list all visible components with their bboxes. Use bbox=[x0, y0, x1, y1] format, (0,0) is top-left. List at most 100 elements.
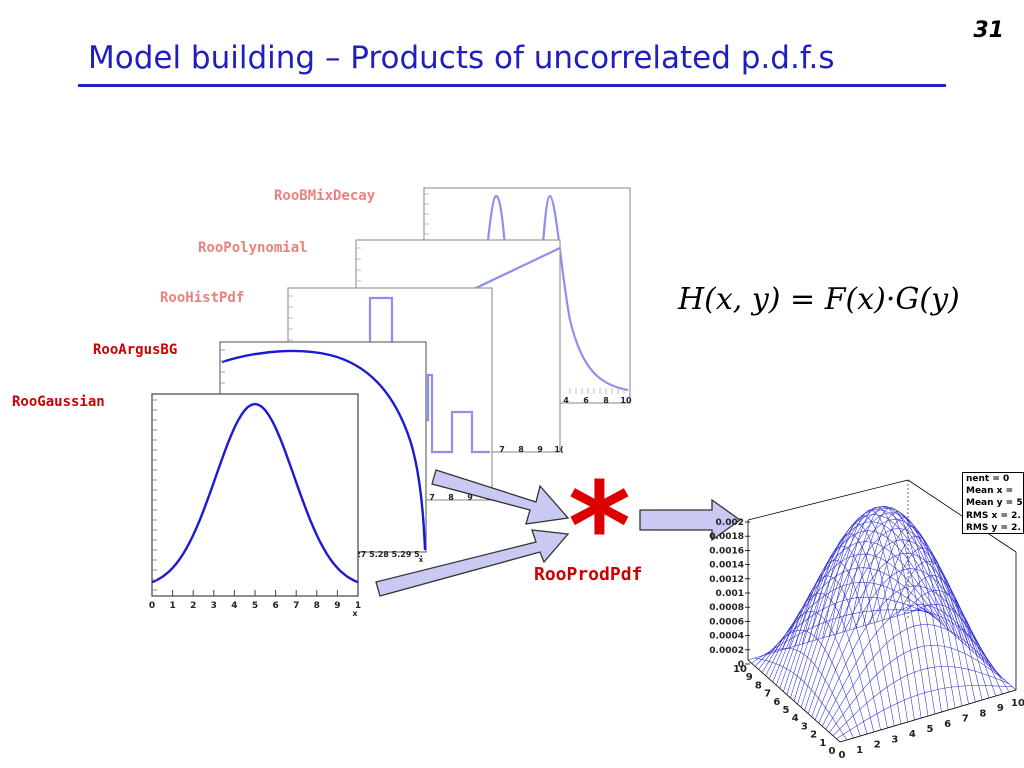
poly-x-tick-label: 9 bbox=[537, 445, 543, 454]
stats-box: nent = 0 Mean x = Mean y = 5 RMS x = 2. … bbox=[962, 472, 1024, 534]
surface-mesh-line bbox=[910, 604, 1003, 695]
x-tick-label: 0 bbox=[839, 750, 846, 761]
surface-mesh-line bbox=[751, 609, 928, 664]
stat-line: RMS x = 2. bbox=[966, 510, 1021, 521]
y-tick-label: 2 bbox=[810, 730, 817, 741]
gauss-x-tick-label: 6 bbox=[272, 601, 278, 611]
hist-x-tick-label: 7 bbox=[429, 493, 435, 502]
y-tick-label: 10 bbox=[733, 664, 747, 675]
surface-mesh-line bbox=[856, 511, 949, 711]
argusbg-curve bbox=[221, 349, 427, 551]
label-rooargusbg: RooArgusBG bbox=[93, 342, 178, 358]
y-tick-label: 9 bbox=[746, 672, 753, 683]
surface-mesh-line bbox=[876, 535, 969, 705]
label-roobmixdecay: RooBMixDecay bbox=[274, 188, 376, 204]
surface-mesh-line bbox=[869, 525, 963, 707]
gauss-x-tick-label: 1 bbox=[355, 601, 361, 611]
z-tick-label: 0.0012 bbox=[709, 575, 744, 585]
y-tick-label: 6 bbox=[773, 697, 780, 708]
poly-x-tick-label: 7 bbox=[499, 445, 505, 454]
poly-x-tick-label: 1( bbox=[554, 445, 564, 454]
product-formula: H(x, y) = F(x)·G(y) bbox=[678, 282, 960, 317]
surface-mesh-line bbox=[849, 507, 942, 713]
surface-mesh-line bbox=[917, 609, 1010, 693]
stat-line: Mean y = 5 bbox=[966, 498, 1023, 509]
y-tick-label: 8 bbox=[755, 680, 762, 691]
y-tick-label: 1 bbox=[819, 738, 826, 749]
x-axis-line bbox=[839, 689, 1017, 743]
z-tick-label: 0.0002 bbox=[709, 646, 744, 656]
x-tick-label: 2 bbox=[874, 740, 881, 751]
y-tick-label: 5 bbox=[783, 705, 790, 716]
bmix-x-tick-label: 4 bbox=[563, 396, 569, 405]
x-tick-label: 9 bbox=[997, 703, 1004, 714]
stat-line: RMS y = 2. bbox=[966, 522, 1021, 533]
gauss-axis-name: x bbox=[352, 609, 358, 618]
slide-title: Model building – Products of uncorrelate… bbox=[88, 40, 835, 76]
surface-plot-3d: 0.002 0.0018 0.0016 0.0014 0.0012 0.001 0.0008… bbox=[709, 479, 1024, 761]
z-tick-label: 0.0018 bbox=[709, 532, 744, 542]
y-axis-line bbox=[747, 659, 841, 743]
x-tick-label: 3 bbox=[891, 734, 898, 745]
y-tick-label: 0 bbox=[829, 746, 836, 757]
surface-mesh-line bbox=[758, 582, 935, 670]
slide-number: 31 bbox=[973, 18, 1004, 43]
arrow-product-to-3d bbox=[639, 498, 742, 542]
x-tick-label: 5 bbox=[927, 724, 934, 735]
x-tick-label: 1 bbox=[856, 745, 863, 756]
surface-mesh-line bbox=[776, 521, 953, 686]
surface-mesh-line bbox=[903, 590, 996, 697]
gauss-x-tick-label: 2 bbox=[190, 601, 196, 611]
y-tick-label: 3 bbox=[801, 721, 808, 732]
gaussian-curve bbox=[151, 402, 359, 584]
z-tick-label: 0.0016 bbox=[709, 546, 744, 556]
stat-line: nent = 0 bbox=[966, 474, 1010, 484]
x-tick-label: 7 bbox=[962, 714, 969, 725]
x-tick-label: 4 bbox=[909, 729, 916, 740]
poly-x-tick-label: 8 bbox=[518, 445, 524, 454]
surface-mesh-line bbox=[779, 514, 957, 689]
x-tick-label: 6 bbox=[944, 719, 951, 730]
multiply-operator-icon: * bbox=[568, 458, 631, 597]
z-tick-label: 0.0014 bbox=[709, 561, 744, 571]
label-roopolynomial: RooPolynomial bbox=[198, 240, 308, 256]
hist-x-tick-label: 8 bbox=[448, 493, 454, 502]
surface-mesh-line bbox=[754, 596, 932, 667]
argus-x-tick-label: 27 5.28 5.29 5. bbox=[355, 550, 423, 559]
stat-line: Mean x = bbox=[966, 486, 1014, 497]
gauss-x-tick-label: 3 bbox=[211, 601, 217, 611]
title-underline bbox=[78, 84, 946, 87]
argus-axis-name: x bbox=[419, 556, 424, 564]
gauss-x-tick-label: 0 bbox=[149, 601, 155, 611]
surface-mesh-line bbox=[889, 560, 983, 701]
z-tick-label: 0.001 bbox=[716, 589, 744, 599]
label-rooprodpdf: RooProdPdf bbox=[534, 564, 643, 585]
surface-mesh-line bbox=[772, 530, 950, 683]
gauss-x-tick-label: 7 bbox=[293, 601, 299, 611]
surface-mesh-line bbox=[786, 506, 964, 695]
arrow-argus-to-product bbox=[431, 469, 570, 525]
surface-mesh-line bbox=[747, 607, 925, 661]
hist-x-tick-label: 9 bbox=[467, 493, 473, 502]
surface-mesh-line bbox=[883, 547, 976, 703]
x-tick-label: 8 bbox=[979, 708, 986, 719]
arrow-gauss-to-product bbox=[375, 529, 570, 597]
x-tick-label: 10 bbox=[1011, 698, 1024, 709]
bmix-x-tick-label: 8 bbox=[603, 396, 609, 405]
surface-mesh-line bbox=[923, 607, 1017, 691]
z-tick-label: 0.002 bbox=[716, 518, 744, 528]
histpdf-curve bbox=[288, 296, 490, 454]
z-tick-label: 0.0008 bbox=[709, 603, 744, 613]
surface-mesh-line bbox=[761, 567, 939, 673]
gauss-x-tick-label: 4 bbox=[231, 601, 237, 611]
surface-mesh-line bbox=[793, 507, 971, 702]
gauss-x-tick-label: 9 bbox=[334, 601, 340, 611]
bmix-x-tick-label: 6 bbox=[583, 396, 589, 405]
label-roogaussian: RooGaussian bbox=[12, 394, 105, 410]
gauss-x-tick-label: 1 bbox=[169, 601, 175, 611]
z-tick-label: 0 bbox=[738, 660, 744, 670]
label-roohistpdf: RooHistPdf bbox=[160, 290, 245, 306]
surface-mesh-line bbox=[896, 575, 990, 699]
